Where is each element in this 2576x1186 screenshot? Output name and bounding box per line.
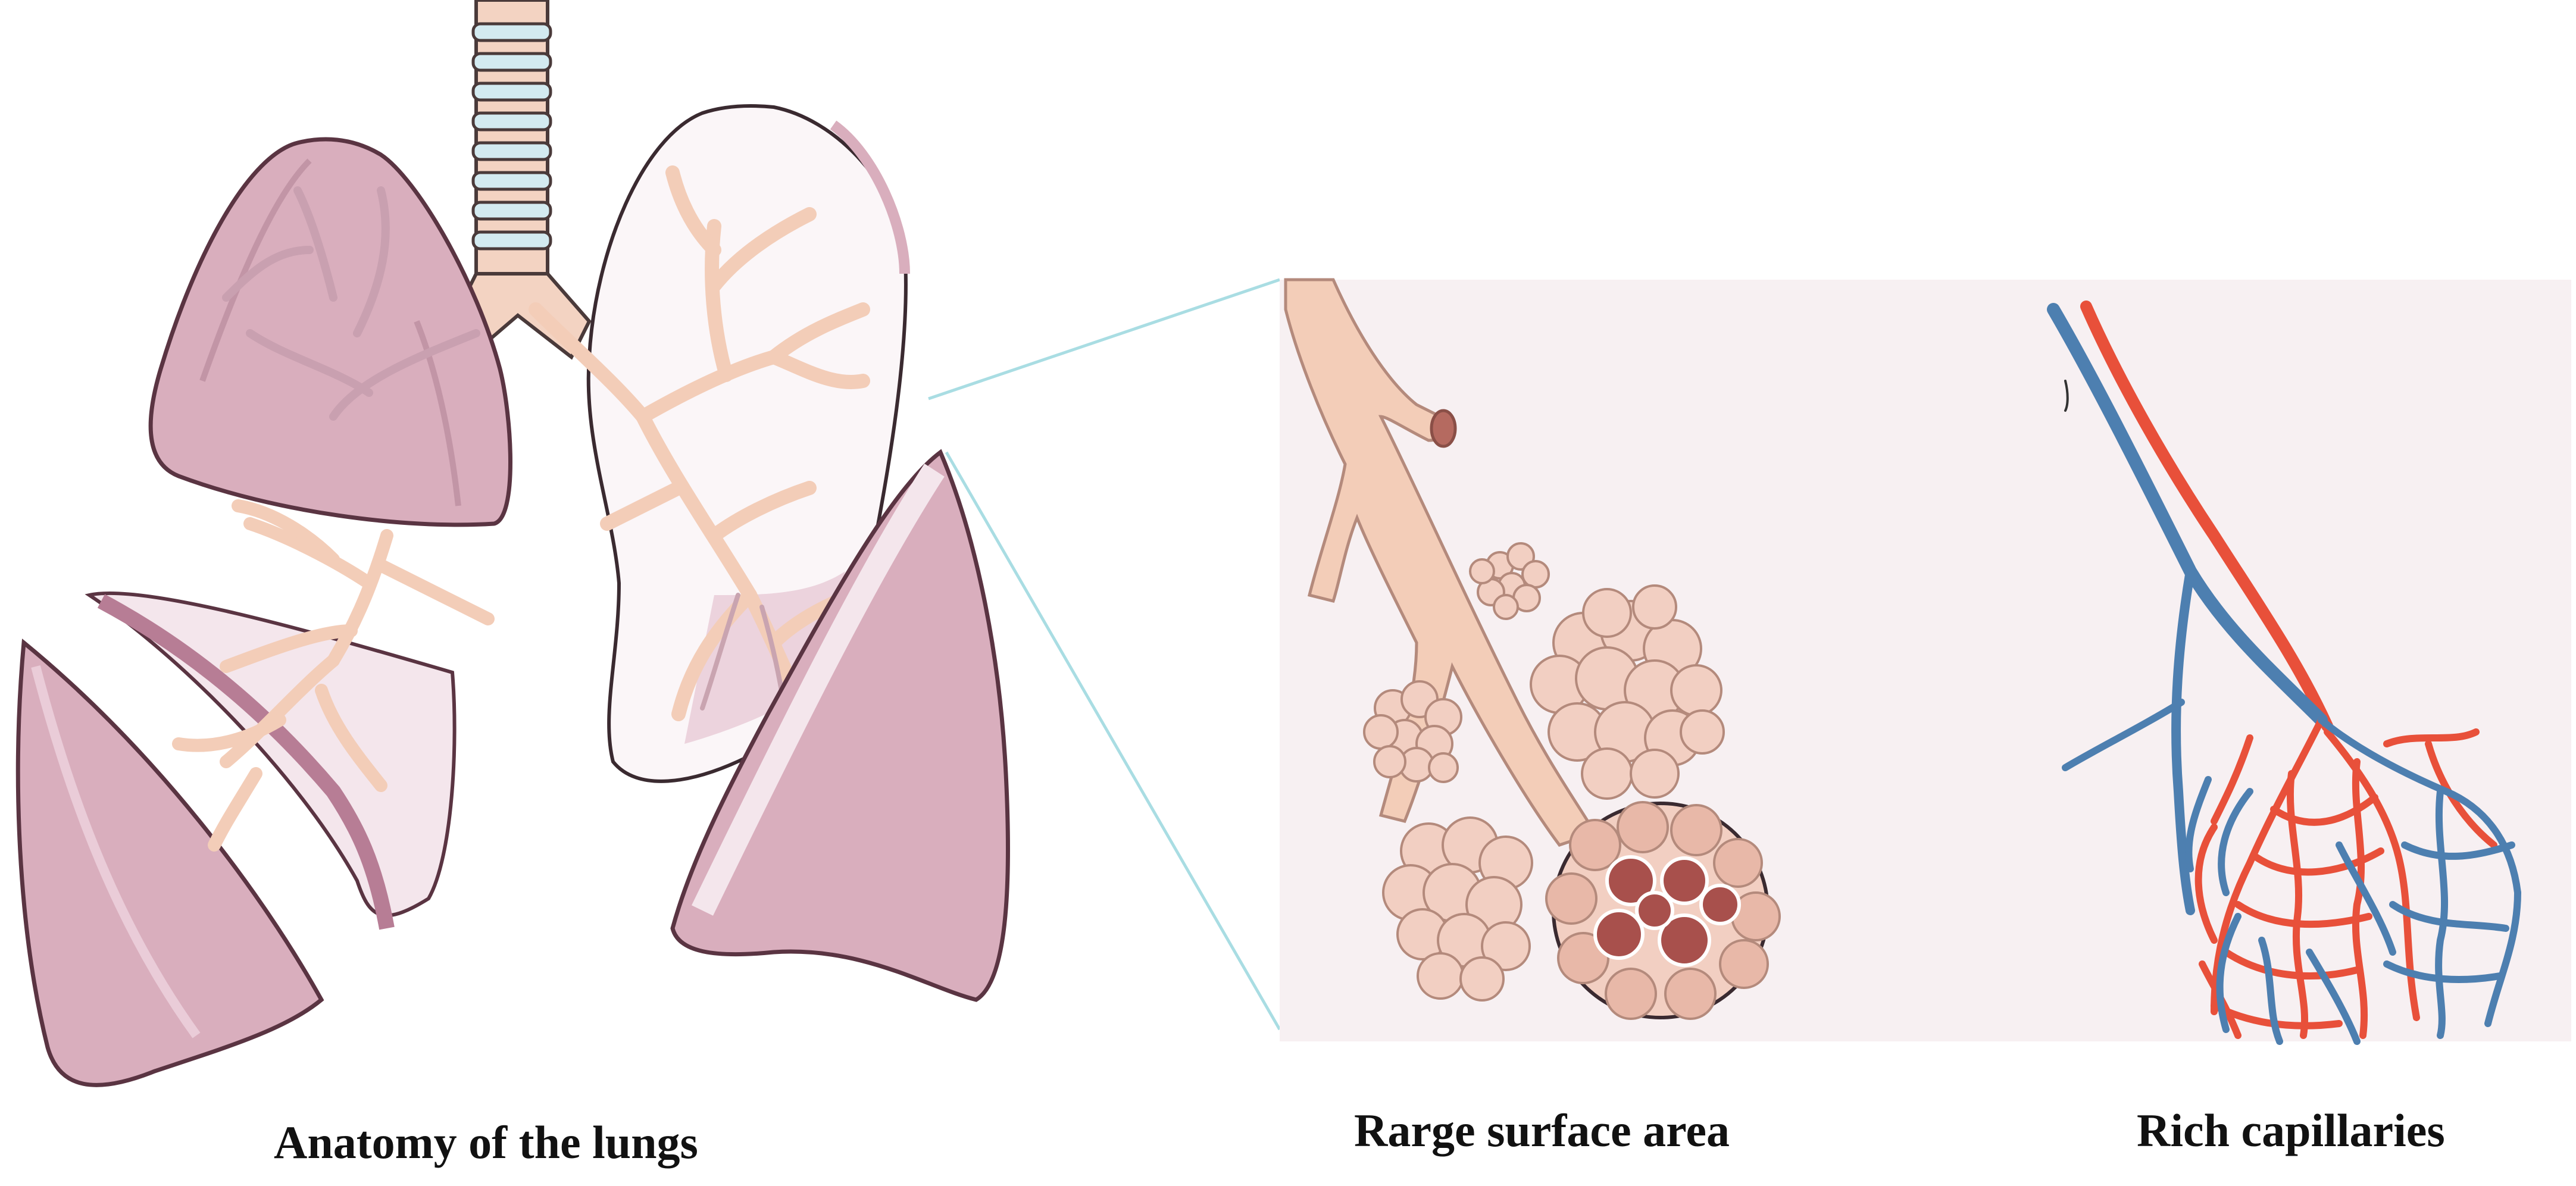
caption-surface-area: Rarge surface area: [1354, 1104, 1730, 1156]
lungs-illustration: [15, 0, 1010, 1087]
bronchiole: [1284, 278, 1598, 847]
caption-capillaries: Rich capillaries: [2137, 1104, 2445, 1156]
alveolar-sac-top: [1530, 584, 1725, 800]
arterial-capillaries: [2194, 716, 2497, 1039]
artery: [2080, 301, 2333, 732]
vein: [2047, 303, 2328, 727]
upper-lobe-left: [148, 137, 512, 527]
lower-lobe-left: [15, 639, 324, 1087]
caption-anatomy: Anatomy of the lungs: [274, 1116, 698, 1168]
alveolar-sac-bottom-left: [1382, 816, 1533, 1002]
alveolar-sac-small: [1469, 542, 1550, 620]
alveoli-panel: [1280, 278, 2571, 1041]
lower-lobe-right: [670, 449, 1010, 1002]
venous-capillaries: [2185, 716, 2521, 1045]
zoom-connector: [928, 278, 1281, 1031]
bronchial-tree-left: [172, 499, 495, 852]
alveolar-sac-left: [1363, 680, 1462, 783]
alveolar-sac-cutaway: [1545, 801, 1781, 1020]
capillary-network: [2047, 301, 2521, 1045]
